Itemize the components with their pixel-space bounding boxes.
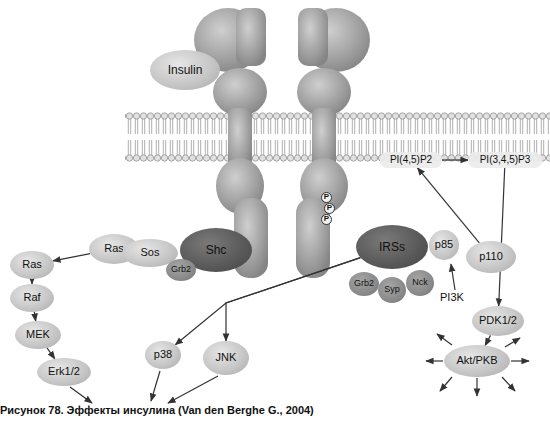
protein-ellipse: p38 [145,341,181,369]
node-text: p38 [154,349,172,361]
adaptor-small: Nck [406,270,434,296]
phosphate-circle: P [321,214,332,225]
enzyme-label: PI3K [440,291,464,303]
node-text: PI(3,4,5)P3 [480,155,531,166]
adaptor-ellipse: IRSs [356,225,428,269]
node-text: p85 [435,239,453,251]
node-text: P [327,204,332,212]
node-text: JNK [216,352,237,364]
protein-ellipse: PDK1/2 [472,306,524,336]
ligand-ellipse: Insulin [150,50,220,90]
node-text: Raf [23,292,40,304]
node-text: Syp [384,285,400,294]
signal-arrow [442,159,468,160]
node-text: Ras [22,259,42,271]
node-text: MEK [26,329,50,341]
node-text: Akt/PKB [457,355,498,367]
lipid-label: PI(4,5)P2 [380,152,442,168]
signal-arrow [34,312,35,321]
node-text: P [324,215,329,223]
protein-ellipse: Akt/PKB [444,345,510,377]
node-text: Erk1/2 [48,366,80,378]
signal-arrow [47,348,55,359]
protein-ellipse: JNK [203,341,249,375]
node-text: PI(4,5)P2 [390,155,432,166]
protein-ellipse: p85 [429,230,459,260]
protein-ellipse: Raf [10,284,54,312]
figure-caption: Рисунок 78. Эффекты инсулина (Van den Be… [0,404,314,416]
protein-ellipse: MEK [15,321,61,349]
node-text: Insulin [168,64,203,77]
protein-ellipse: Ras [10,251,54,279]
node-text: P [324,193,329,201]
adaptor-small: Grb2 [166,259,196,281]
node-text: PDK1/2 [479,315,517,327]
node-text: IRSs [379,241,405,254]
node-text: Grb2 [354,279,374,288]
signal-arrow [485,335,490,345]
phosphate-circle: P [324,203,335,214]
protein-ellipse: Erk1/2 [37,358,91,386]
adaptor-small: Syp [378,277,406,303]
lipid-label: PI(3,4,5)P3 [468,152,542,168]
adaptor-small: Grb2 [349,272,379,296]
signal-arrow [53,254,90,261]
signal-arrow [499,168,505,306]
node-text: p110 [479,251,503,263]
node-text: Shc [206,244,227,257]
phosphate-circle: P [321,192,332,203]
node-text: Sos [141,247,160,259]
protein-ellipse: p110 [466,241,516,273]
node-text: Grb2 [171,265,191,274]
node-text: Nck [412,278,428,287]
node-text: Ras [104,243,124,255]
signal-arrow [226,258,361,341]
effect-arrows [70,264,529,403]
